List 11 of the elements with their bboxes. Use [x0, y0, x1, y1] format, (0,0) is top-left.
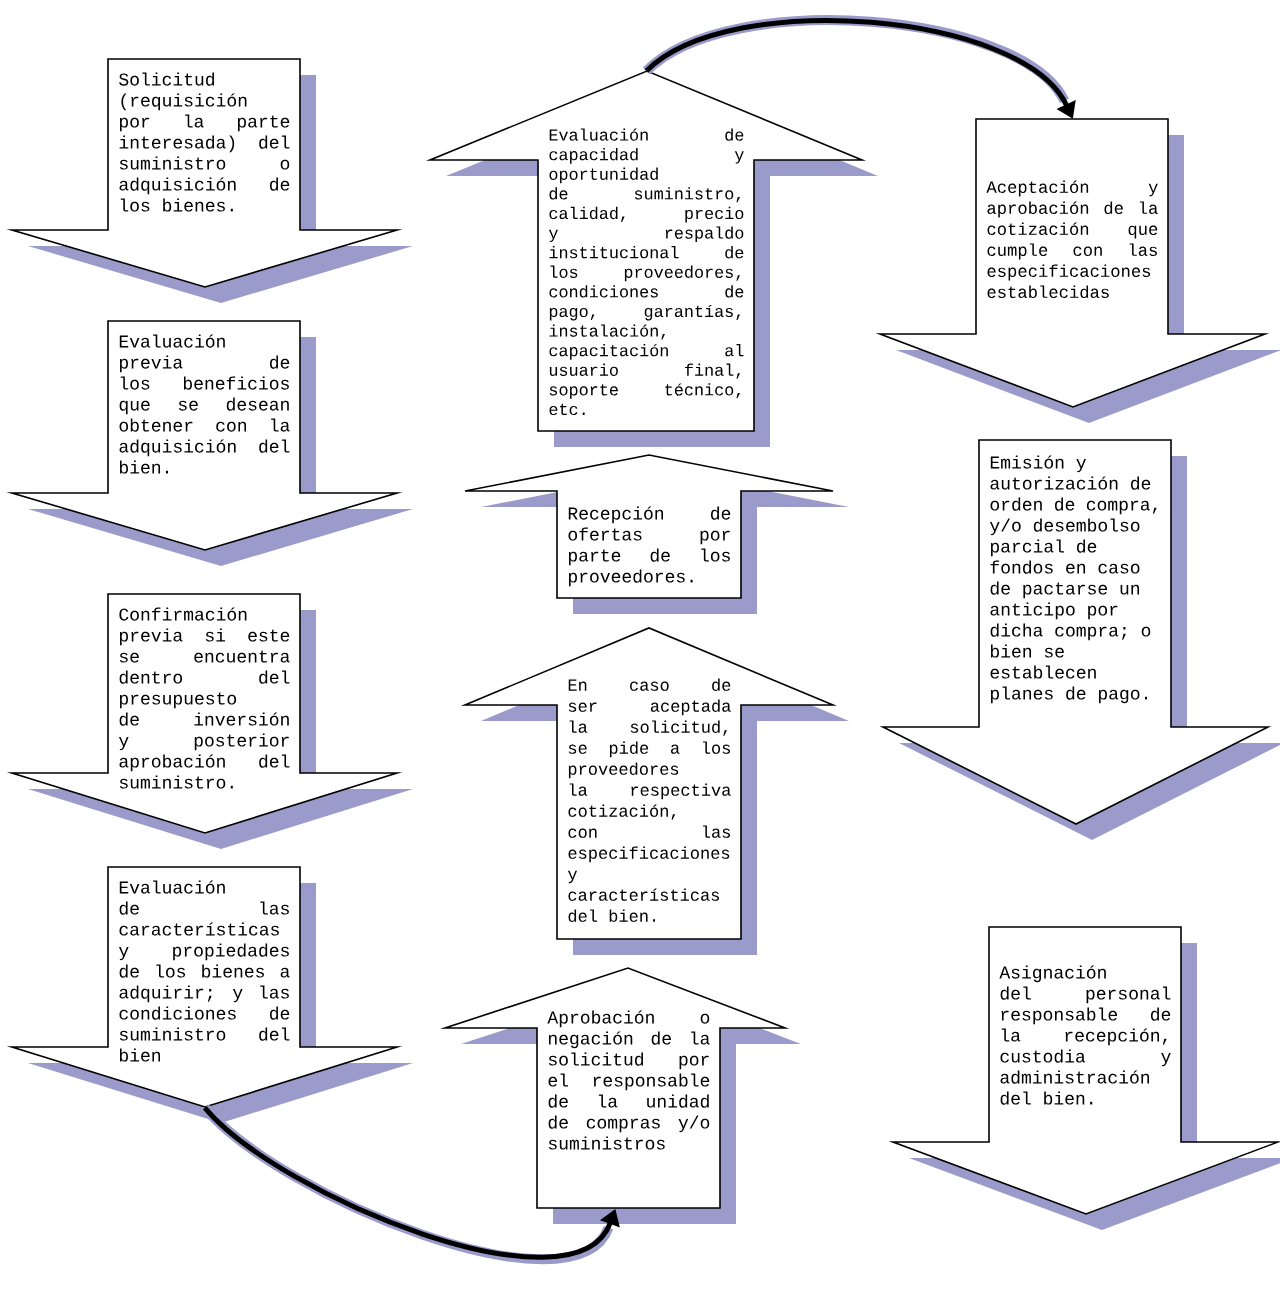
step-box: Aceptación y aprobación de la cotización que cumple con las especificaciones establecidas — [875, 118, 1280, 423]
step-box: Recepción de ofertas por parte de los proveedores. — [464, 454, 849, 614]
step-box: En caso de ser aceptada la solicitud, se pide a los proveedores la respectiva cotización, con las especificaciones y características del bien. — [461, 627, 849, 955]
step-box: Evaluación previa de los beneficios que se desean obtener con la adquisición del bien. — [6, 320, 413, 566]
step-box: Confirmación previa si este se encuentra dentro del presupuesto de inversión y posterior aprobación del suministro. — [6, 593, 413, 849]
step-box: Solicitud (requisición por la parte interesada) del suministro o adquisición de los bienes. — [6, 58, 413, 303]
step-box: Evaluación de las características y propiedades de los bienes a adquirir; y las condiciones de suministro del bien — [6, 866, 413, 1123]
step-box: Evaluación de capacidad y oportunidad de suministro, calidad, precio y respaldo institucional de los proveedores, condiciones de pago, garantías, instalación, capacitación al usuario final, soporte técnico, etc. — [425, 70, 878, 447]
step-box: Aprobación o negación de la solicitud por el responsable de la unidad de compras y/o suministros — [440, 967, 801, 1224]
step-box: Asignación del personal responsable de la recepción, custodia y administración del bien. — [888, 926, 1280, 1230]
step-box: Emisión y autorización de orden de compra, y/o desembolso parcial de fondos en caso de pactarse un anticipo por dicha compra; o bien se establecen planes de pago. — [879, 439, 1280, 840]
